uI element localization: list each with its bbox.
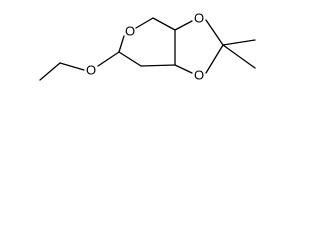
- dioxolane-oxygen-top-label: O: [194, 11, 204, 26]
- bond-ethoxy-o-to-ch2: [59, 62, 85, 71]
- bond-c7-to-c7a: [140, 64, 176, 67]
- dioxolane-ring: [174, 19, 224, 74]
- bond-c4-ch2-to-c3a: [152, 17, 176, 31]
- pyran-ring: [118, 17, 176, 67]
- bond-methyl-lower: [222, 44, 256, 69]
- dioxolane-oxygen-bottom-label: O: [194, 68, 204, 83]
- bond-methyl-upper: [222, 39, 256, 46]
- molecule-structure-diagram: O O O O: [39, 11, 256, 83]
- bond-c6-to-c7: [118, 51, 142, 67]
- atom-labels: O O O O: [86, 11, 204, 83]
- bond-ring-o-to-c6: [118, 35, 125, 53]
- ethoxy-oxygen-label: O: [86, 63, 96, 78]
- bond-cme2-to-o-bottom: [205, 44, 224, 74]
- ring-oxygen-label: O: [125, 24, 135, 39]
- bond-o-top-to-cme2: [205, 19, 224, 46]
- bond-c4-ch2-to-ring-o: [135, 17, 154, 29]
- bond-ch2-to-ch3: [39, 62, 61, 81]
- ethoxy-group: [39, 51, 120, 81]
- bond-c6-to-ethoxy-o: [97, 51, 120, 67]
- bond-c3a-to-o-top: [174, 20, 193, 31]
- bond-o-bottom-to-c7a: [174, 64, 193, 74]
- gem-dimethyl-group: [222, 39, 256, 69]
